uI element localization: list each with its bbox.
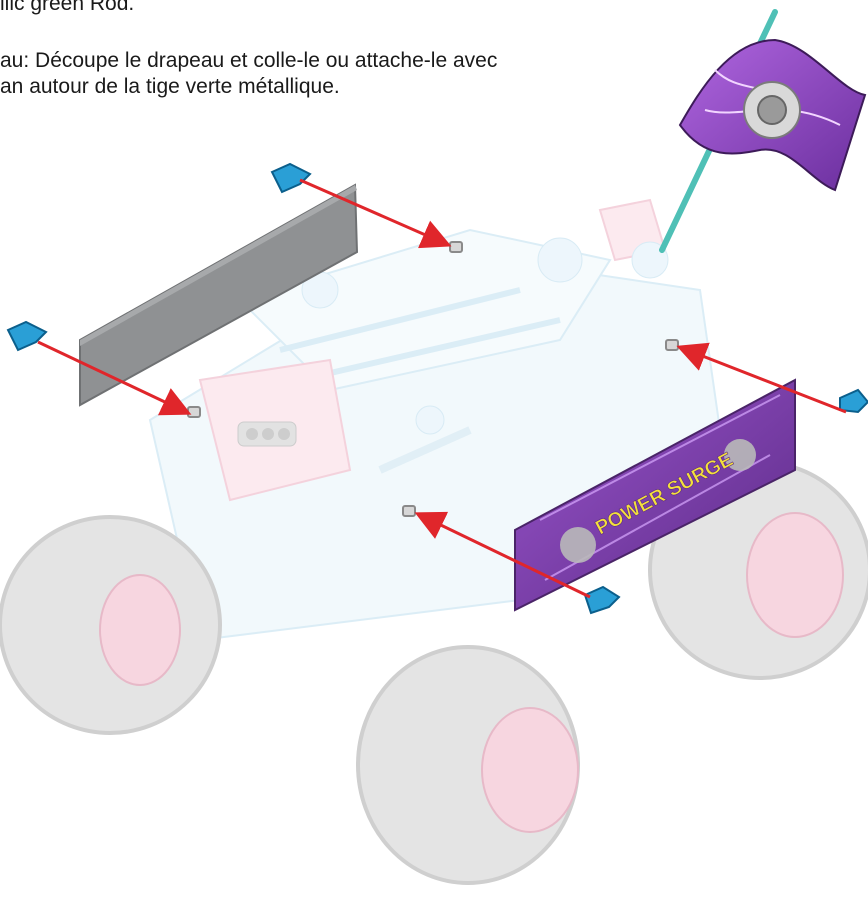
wheel-hub xyxy=(99,574,181,686)
instruction-line-top: llic green Rod. xyxy=(0,0,135,15)
arrow-right xyxy=(676,342,847,414)
connector-right xyxy=(839,388,868,414)
wheel-hub xyxy=(746,512,844,638)
flag xyxy=(659,9,867,253)
connector-left xyxy=(6,320,48,352)
tire-front-left xyxy=(0,515,222,735)
arrow-bottom xyxy=(414,511,591,599)
target-left xyxy=(187,406,201,418)
instruction-line-2: an autour de la tige verte métallique. xyxy=(0,75,340,98)
target-bottom xyxy=(402,505,416,517)
target-top xyxy=(449,241,463,253)
arrow-left xyxy=(37,340,192,416)
arrow-top xyxy=(299,178,452,249)
connector-top-left xyxy=(270,162,312,194)
wheel-hub xyxy=(481,707,579,833)
tire-front-right xyxy=(356,645,580,885)
instruction-line-1: au: Découpe le drapeau et colle-le ou at… xyxy=(0,49,498,72)
connector-bottom xyxy=(583,585,621,615)
target-right xyxy=(665,339,679,351)
